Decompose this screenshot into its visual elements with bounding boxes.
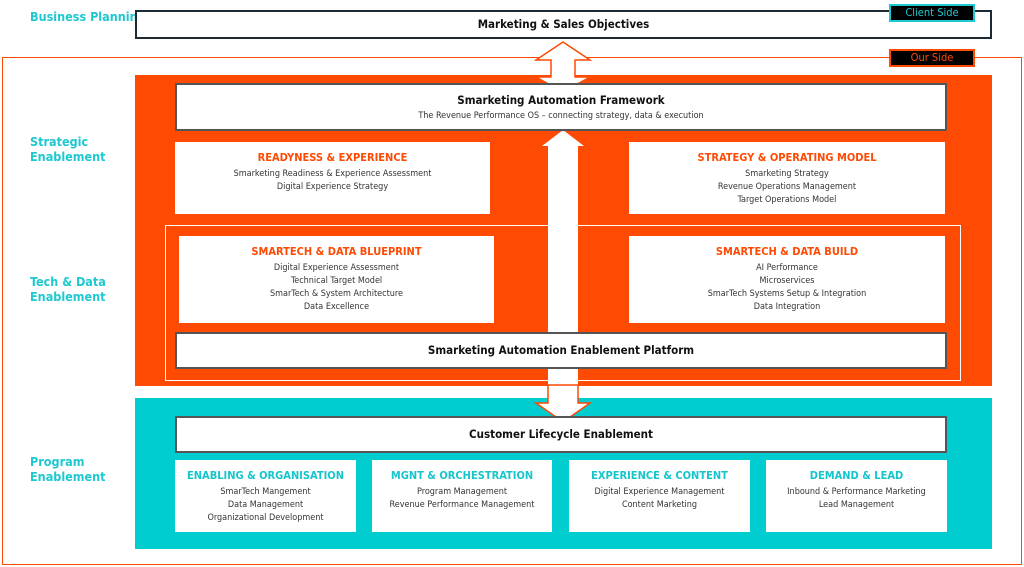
label-business-planning: Business Planning <box>30 9 146 24</box>
framework-bar: Smarketing Automation Framework The Reve… <box>175 83 947 131</box>
card-title: EXPERIENCE & CONTENT <box>591 469 728 482</box>
card-item: Revenue Performance Management <box>389 500 535 510</box>
label-strategic-enablement: Strategic Enablement <box>30 134 106 164</box>
card-title: SMARTECH & DATA BUILD <box>715 245 859 258</box>
card-item: Digital Experience Strategy <box>276 182 389 192</box>
card-item: Data Excellence <box>303 302 370 312</box>
card-item: Digital Experience Assessment <box>273 263 400 273</box>
our-side-frame <box>2 57 1022 565</box>
card-title: READYNESS & EXPERIENCE <box>257 151 408 164</box>
service-card: READYNESS & EXPERIENCE Smarketing Readine… <box>175 142 490 214</box>
card-item: Smarketing Readiness & Experience Assess… <box>233 169 432 179</box>
card-item: SmarTech Mangement <box>220 487 311 497</box>
enablement-platform-bar: Smarketing Automation Enablement Platfor… <box>175 332 947 369</box>
card-item: Revenue Operations Management <box>717 182 857 192</box>
our-side-tag: Our Side <box>889 49 975 67</box>
card-item: Program Management <box>416 487 508 497</box>
card-item: Target Operations Model <box>737 195 837 205</box>
card-item: Data Management <box>227 500 304 510</box>
service-card: DEMAND & LEAD Inbound & Performance Marke… <box>766 460 947 532</box>
card-item: Content Marketing <box>621 500 698 510</box>
card-item: Smarketing Strategy <box>745 169 829 179</box>
card-item: Digital Experience Management <box>594 487 725 497</box>
card-title: ENABLING & ORGANISATION <box>187 469 344 482</box>
card-item: Lead Management <box>818 500 895 510</box>
card-item: SmarTech Systems Setup & Integration <box>707 289 867 299</box>
card-title: DEMAND & LEAD <box>809 469 904 482</box>
customer-lifecycle-bar: Customer Lifecycle Enablement <box>175 416 947 453</box>
card-item: AI Performance <box>756 263 818 273</box>
down-arrow-icon <box>533 384 593 423</box>
client-side-tag: Client Side <box>889 4 975 22</box>
service-card: ENABLING & ORGANISATION SmarTech Mangemen… <box>175 460 356 532</box>
card-item: SmarTech & System Architecture <box>269 289 404 299</box>
card-title: SMARTECH & DATA BLUEPRINT <box>251 245 422 258</box>
card-title: MGNT & ORCHESTRATION <box>390 469 534 482</box>
card-item: Data Integration <box>753 302 821 312</box>
card-item: Microservices <box>759 276 815 286</box>
card-item: Technical Target Model <box>290 276 383 286</box>
label-program-enablement: Program Enablement <box>30 454 106 484</box>
card-title: STRATEGY & OPERATING MODEL <box>697 151 877 164</box>
card-item: Organizational Development <box>207 513 324 523</box>
client-objectives-bar: Marketing & Sales Objectives <box>135 10 992 39</box>
service-card: SMARTECH & DATA BLUEPRINT Digital Experie… <box>179 236 494 323</box>
framework-title: Smarketing Automation Framework <box>457 93 665 107</box>
service-card: EXPERIENCE & CONTENT Digital Experience M… <box>569 460 750 532</box>
framework-subtitle: The Revenue Performance OS – connecting … <box>418 111 704 121</box>
label-tech-data-enablement: Tech & Data Enablement <box>30 274 106 304</box>
card-item: Inbound & Performance Marketing <box>787 487 926 497</box>
service-card: STRATEGY & OPERATING MODEL Smarketing Str… <box>629 142 945 214</box>
